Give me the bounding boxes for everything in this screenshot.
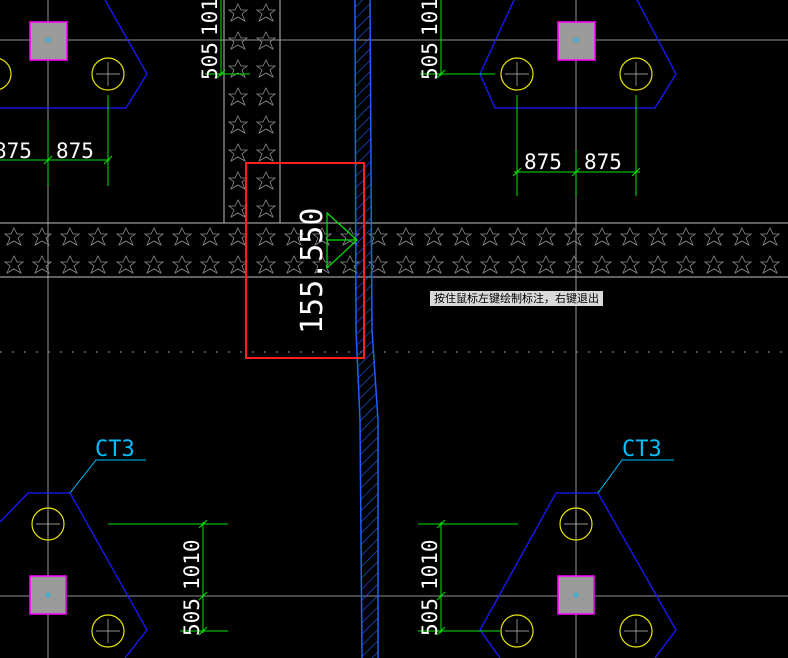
cap-label-bottom-left[interactable]: CT3 [95, 437, 135, 462]
hatched-wall [354, 0, 379, 658]
dim-505-top-left: 505 [198, 42, 222, 80]
elevation-marker-icon [326, 211, 358, 270]
dim-1010-bottom-right: 1010 [418, 539, 442, 590]
pile-cap-bottom-right[interactable] [479, 492, 677, 658]
elevation-value[interactable]: 155.550 [295, 208, 330, 334]
cap-label-bottom-right[interactable]: CT3 [622, 437, 662, 462]
dim-875-tl-b: 875 [56, 139, 94, 163]
dim-505-top-right: 505 [418, 42, 442, 80]
pile-circles [0, 57, 653, 648]
horizontal-beam [0, 222, 788, 278]
dimension-text: 875 875 875 875 505 101 505 101 1010 505… [0, 0, 622, 636]
dim-875-tr-a: 875 [524, 150, 562, 174]
dim-1010-bottom-left: 1010 [180, 539, 204, 590]
dim-505-bottom-right: 505 [418, 598, 442, 636]
dim-505-bottom-left: 505 [180, 598, 204, 636]
command-tooltip: 按住鼠标左键绘制标注，右键退出 [430, 291, 603, 306]
cap-label-leaders [69, 459, 674, 494]
highlight-box [245, 162, 365, 359]
dim-101-top-right: 101 [418, 0, 442, 36]
column-center-marks [45, 37, 579, 598]
vertical-beam [223, 0, 281, 223]
pile-cap-top-left[interactable] [0, 0, 148, 109]
dim-875-tr-b: 875 [584, 150, 622, 174]
pile-cap-bottom-left[interactable] [0, 492, 148, 658]
dimension-lines [0, 0, 641, 636]
dim-101-top-left: 101 [198, 0, 222, 36]
dim-875-tl-a: 875 [0, 139, 32, 163]
pile-centers [36, 62, 648, 643]
